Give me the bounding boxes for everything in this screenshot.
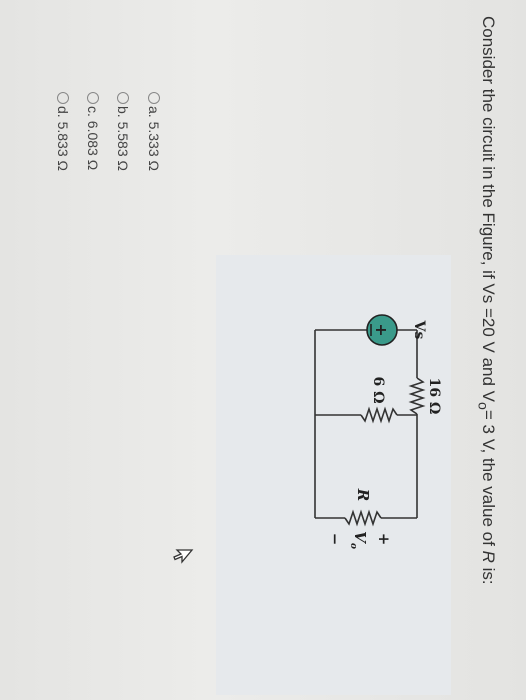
option-a-radio[interactable] bbox=[148, 92, 160, 104]
vo-label: V bbox=[351, 531, 369, 544]
source-label: Vs bbox=[411, 320, 427, 340]
option-d[interactable]: d. 5.833 Ω bbox=[52, 92, 74, 171]
option-c-label: c. 6.083 Ω bbox=[85, 106, 101, 171]
question-prefix: Consider the circuit in the Figure, if V… bbox=[479, 16, 498, 403]
option-b-label: b. 5.583 Ω bbox=[115, 106, 131, 171]
r3-label: R bbox=[354, 488, 372, 501]
option-b-radio[interactable] bbox=[117, 92, 129, 104]
option-d-radio[interactable] bbox=[57, 92, 69, 104]
mouse-cursor-icon bbox=[173, 549, 194, 564]
resistor-r-zigzag bbox=[344, 509, 382, 527]
option-c[interactable]: c. 6.083 Ω bbox=[82, 92, 104, 170]
circuit-figure: + Vs 16 Ω 6 Ω R + V o − bbox=[216, 255, 451, 695]
question-var: R bbox=[479, 550, 498, 563]
voltage-source bbox=[366, 314, 398, 346]
option-a-label: a. 5.333 Ω bbox=[146, 106, 162, 171]
resistor-6-zigzag bbox=[360, 406, 398, 424]
option-c-radio[interactable] bbox=[87, 92, 99, 104]
r2-label: 6 Ω bbox=[370, 376, 386, 403]
question-suffix: is: bbox=[479, 562, 498, 585]
vo-sub: o bbox=[348, 543, 358, 549]
question-sub: o bbox=[474, 402, 491, 410]
vo-minus: − bbox=[326, 533, 344, 546]
option-b[interactable]: b. 5.583 Ω bbox=[112, 92, 134, 171]
resistor-16-zigzag bbox=[408, 377, 426, 415]
option-a[interactable]: a. 5.333 Ω bbox=[143, 92, 165, 171]
option-d-label: d. 5.833 Ω bbox=[55, 106, 71, 171]
circuit-diagram: + Vs 16 Ω 6 Ω R + V o − bbox=[314, 314, 442, 549]
question-mid: = 3 V, the value of bbox=[479, 409, 498, 551]
vo-plus: + bbox=[375, 533, 393, 546]
source-sign: + bbox=[372, 323, 391, 336]
r1-label: 16 Ω bbox=[426, 378, 442, 415]
question-text: Consider the circuit in the Figure, if V… bbox=[475, 16, 498, 686]
